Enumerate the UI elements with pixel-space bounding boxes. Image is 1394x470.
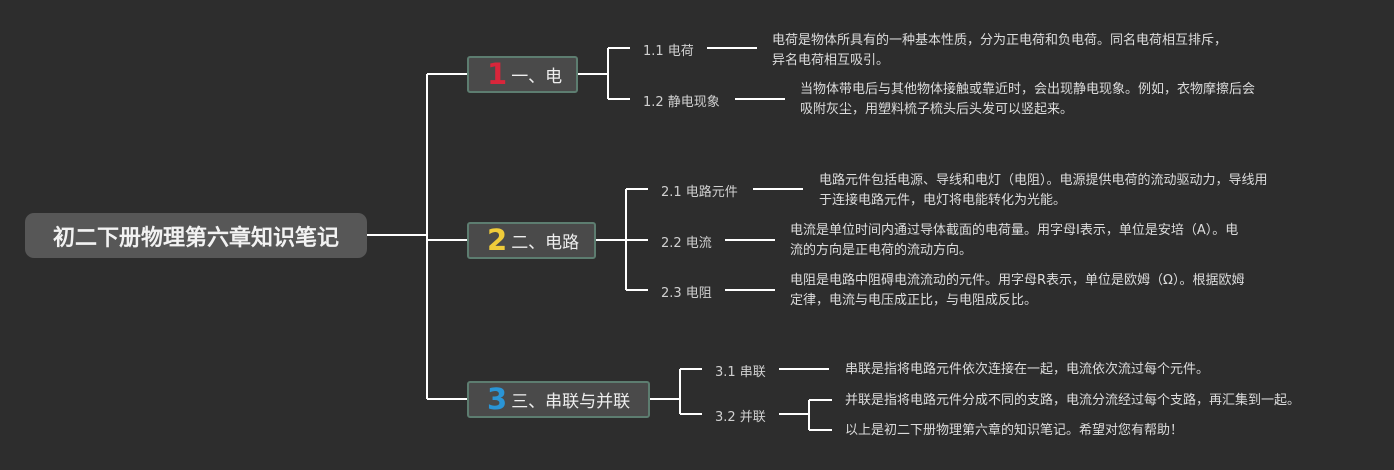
description-line: 当物体带电后与其他物体接触或靠近时，会出现静电现象。例如，衣物摩擦后会 [800, 82, 1256, 97]
connector-b2-trunk [596, 189, 627, 290]
description-3-2: 并联是指将电路元件分成不同的支路，电流分流经过每个支路，再汇集到一起。 以上是初… [845, 391, 1300, 441]
description-2-1: 电路元件包括电源、导线和电灯（电阻）。电源提供电荷的流动驱动力，导线用 于连接电… [819, 171, 1268, 211]
subtopic-3-2[interactable]: 3.2 并联 [715, 410, 766, 425]
subtopic-3-1[interactable]: 3.1 串联 [715, 365, 766, 380]
description-line: 并联是指将电路元件分成不同的支路，电流分流经过每个支路，再汇集到一起。 [845, 393, 1301, 408]
description-line: 电荷是物体所具有的一种基本性质，分为正电荷和负电荷。同名电荷相互排斥， [772, 33, 1228, 48]
description-line: 异名电荷相互吸引。 [772, 53, 890, 68]
root-topic[interactable]: 初二下册物理第六章知识笔记 [25, 213, 367, 258]
description-line: 电阻是电路中阻碍电流流动的元件。用字母R表示，单位是欧姆（Ω）。根据欧姆 [790, 273, 1245, 288]
branch-number: 2 [487, 223, 508, 257]
description-line: 于连接电路元件，电灯将电能转化为光能。 [819, 193, 1067, 208]
description-1-2: 当物体带电后与其他物体接触或靠近时，会出现静电现象。例如，衣物摩擦后会 吸附灰尘… [800, 80, 1255, 120]
description-line: 定律，电流与电压成正比，与电阻成反比。 [790, 293, 1038, 308]
description-3-1: 串联是指将电路元件依次连接在一起，电流依次流过每个元件。 [845, 360, 1209, 380]
description-line: 串联是指将电路元件依次连接在一起，电流依次流过每个元件。 [845, 362, 1210, 377]
description-2-3: 电阻是电路中阻碍电流流动的元件。用字母R表示，单位是欧姆（Ω）。根据欧姆 定律，… [790, 271, 1244, 311]
branch-2[interactable]: 2 二、电路 [467, 222, 596, 259]
branch-label: 三、串联与并联 [511, 392, 631, 412]
subtopic-2-2[interactable]: 2.2 电流 [661, 236, 712, 251]
branch-1[interactable]: 1 一、电 [467, 56, 578, 93]
subtopic-2-3[interactable]: 2.3 电阻 [661, 286, 712, 301]
branch-label: 一、电 [511, 67, 563, 87]
connector-b3-s2 [680, 399, 832, 431]
branch-number: 3 [487, 382, 508, 416]
description-1-1: 电荷是物体所具有的一种基本性质，分为正电荷和负电荷。同名电荷相互排斥， 异名电荷… [772, 31, 1227, 71]
description-line: 电流是单位时间内通过导体截面的电荷量。用字母I表示，单位是安培（A）。电 [790, 223, 1239, 238]
branch-number: 1 [487, 57, 508, 91]
description-line: 流的方向是正电荷的流动方向。 [790, 243, 973, 258]
description-line: 电路元件包括电源、导线和电灯（电阻）。电源提供电荷的流动驱动力，导线用 [819, 173, 1268, 188]
description-2-2: 电流是单位时间内通过导体截面的电荷量。用字母I表示，单位是安培（A）。电 流的方… [790, 221, 1238, 261]
subtopic-1-1[interactable]: 1.1 电荷 [643, 44, 694, 59]
root-title: 初二下册物理第六章知识笔记 [52, 225, 339, 251]
connector-b3-trunk [650, 369, 681, 414]
description-line: 以上是初二下册物理第六章的知识笔记。希望对您有帮助！ [845, 423, 1184, 438]
branch-label: 二、电路 [511, 233, 580, 253]
subtopic-1-2[interactable]: 1.2 静电现象 [643, 95, 720, 110]
description-line: 吸附灰尘，用塑料梳子梳头后头发可以竖起来。 [800, 102, 1074, 117]
connector-b1-trunk [578, 48, 609, 99]
branch-3[interactable]: 3 三、串联与并联 [467, 381, 650, 418]
subtopic-2-1[interactable]: 2.1 电路元件 [661, 185, 738, 200]
